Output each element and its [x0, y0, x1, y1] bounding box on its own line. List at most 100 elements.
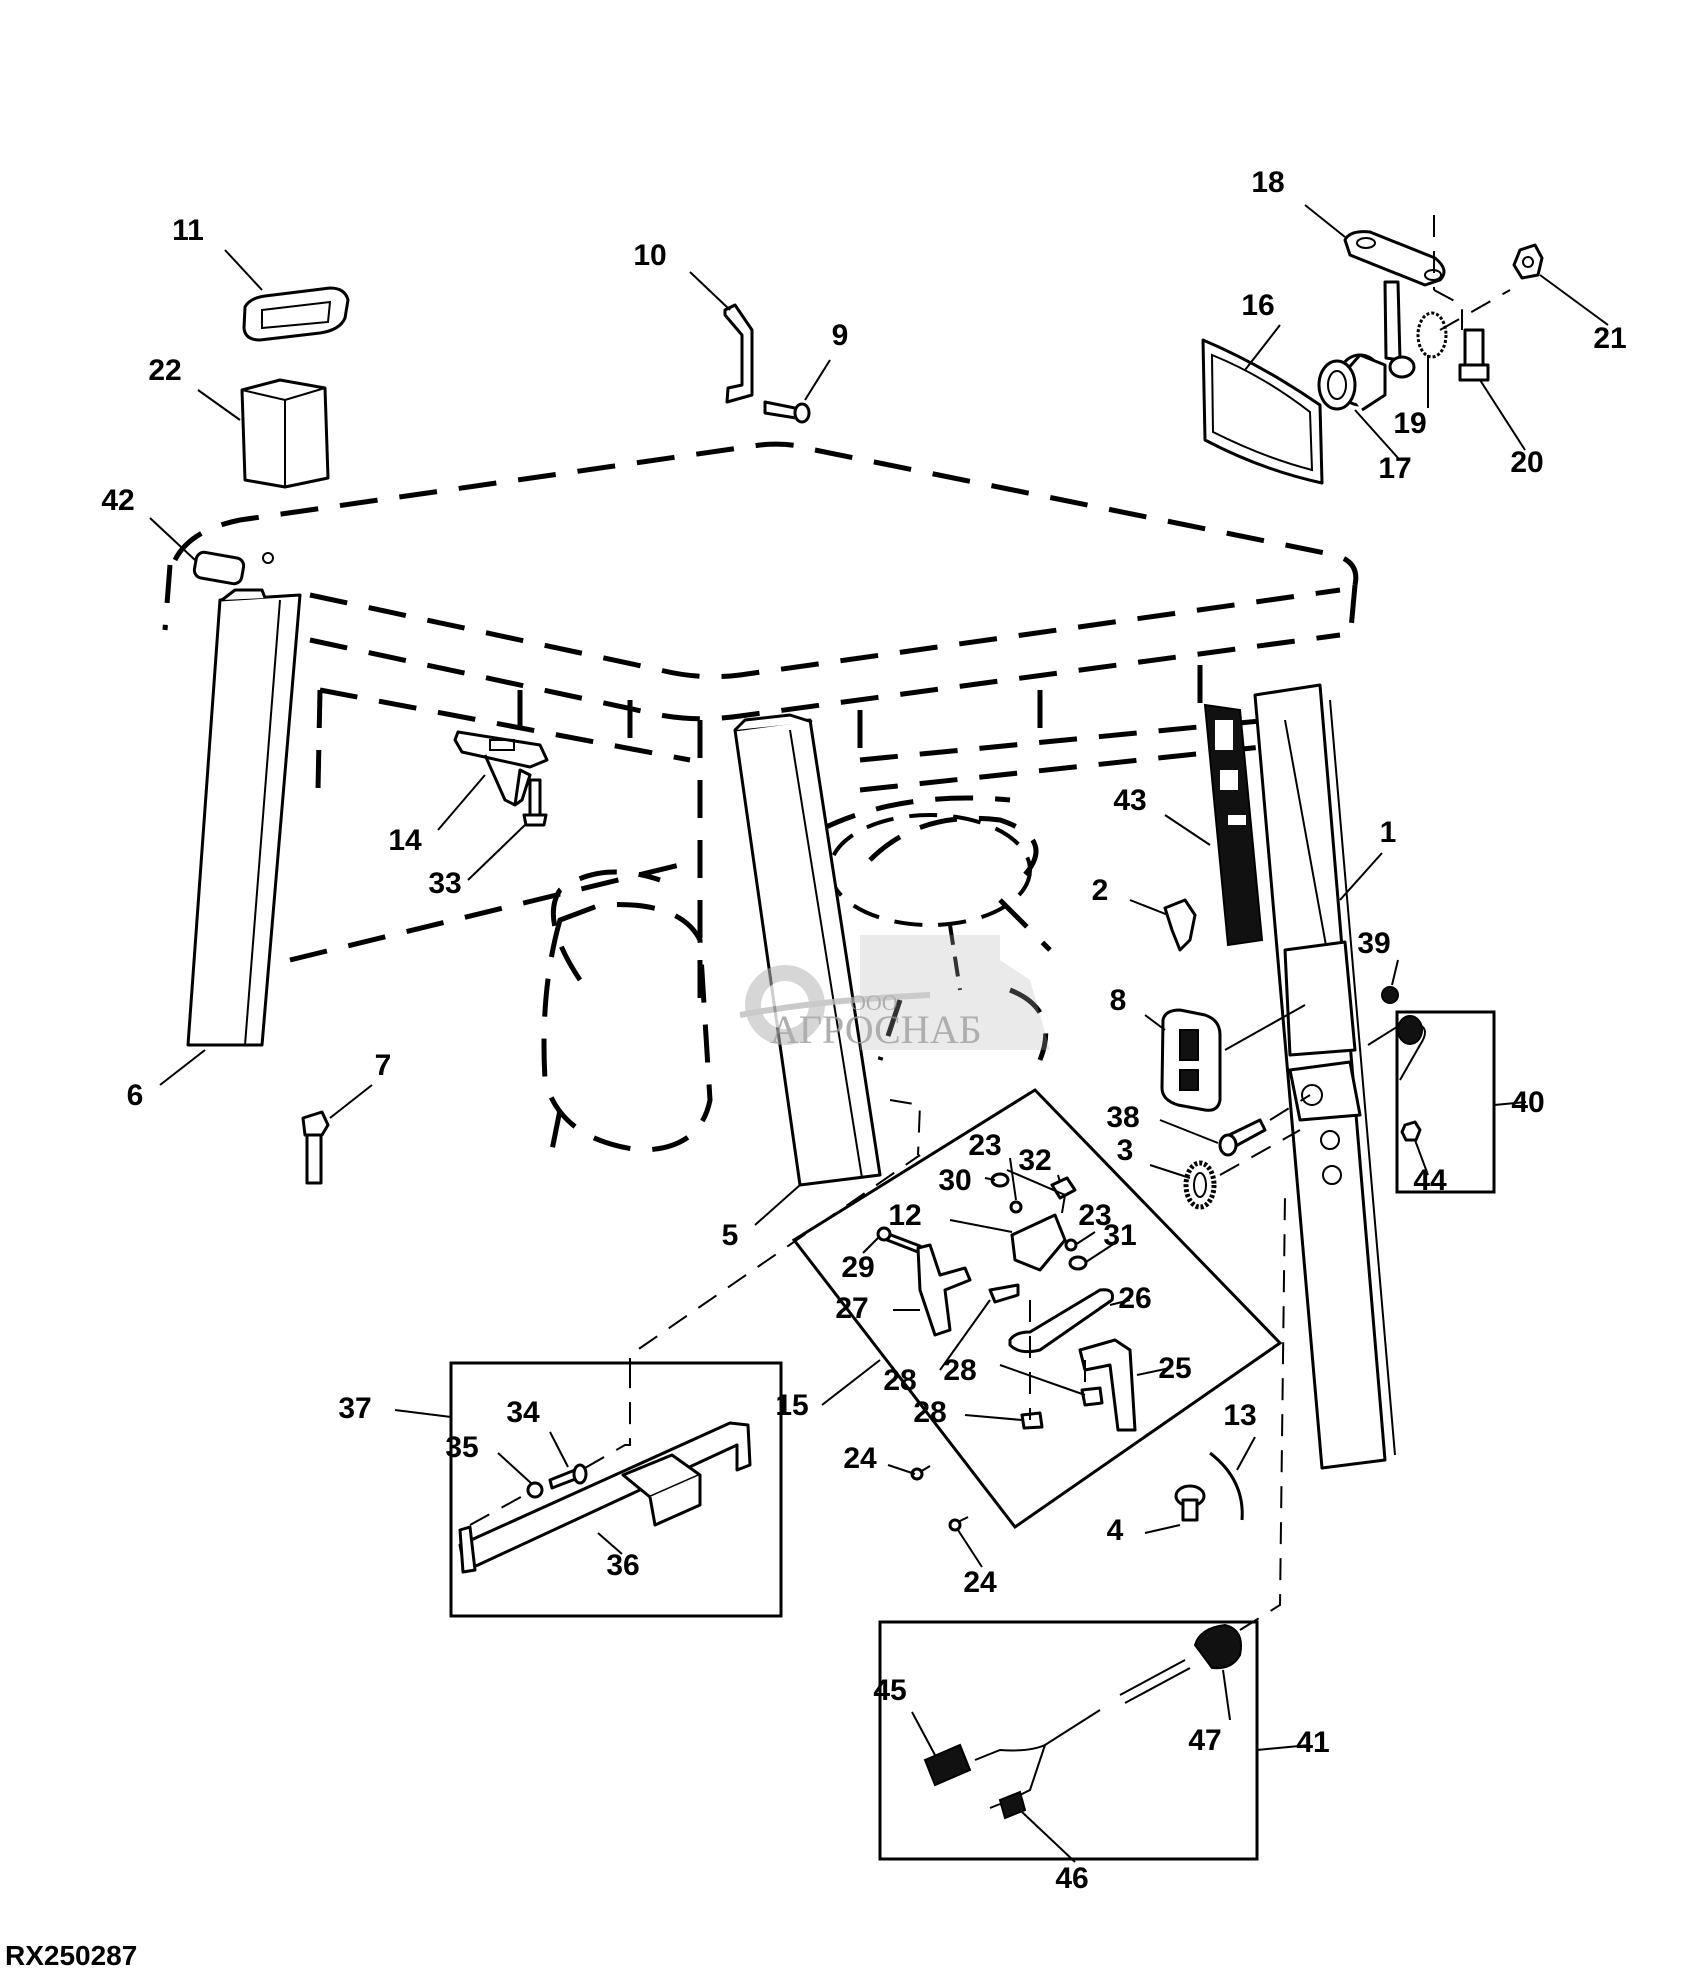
callout-label-14: 14 — [388, 824, 422, 857]
callout-label-17: 17 — [1378, 452, 1411, 485]
watermark-logo: ООО АГРОСНАБ — [739, 935, 1050, 1052]
callout-label-41: 41 — [1296, 1726, 1329, 1759]
callout-label-27: 27 — [835, 1292, 868, 1325]
callout-label-5: 5 — [722, 1219, 739, 1252]
leader-line-23 — [1074, 1231, 1096, 1246]
callout-label-36: 36 — [606, 1549, 639, 1582]
leader-line-37 — [394, 1409, 452, 1418]
leader-line-43 — [1164, 814, 1211, 846]
callout-label-10: 10 — [633, 239, 666, 272]
callout-label-8: 8 — [1110, 984, 1127, 1017]
kit-15-box — [791, 1088, 1283, 1530]
part-1-right-post — [1253, 683, 1396, 1470]
leader-line-24 — [887, 1464, 916, 1475]
callout-label-6: 6 — [127, 1079, 144, 1112]
part-38-3-assembly-lines — [1219, 1094, 1311, 1176]
callout-label-24: 24 — [843, 1442, 877, 1475]
leader-line-25 — [1136, 1367, 1171, 1376]
leader-line-18 — [1304, 204, 1346, 238]
callout-label-11: 11 — [172, 214, 204, 247]
callout-label-44: 44 — [1413, 1164, 1447, 1197]
callout-label-28: 28 — [883, 1364, 916, 1397]
part-24-screw-b — [948, 1516, 969, 1532]
leader-line-28 — [939, 1299, 991, 1371]
callout-label-16: 16 — [1241, 289, 1274, 322]
callout-label-19: 19 — [1393, 407, 1426, 440]
callout-label-21: 21 — [1593, 322, 1626, 355]
watermark-name: АГРОСНАБ — [770, 1007, 982, 1052]
callout-label-18: 18 — [1251, 166, 1284, 199]
leader-line-5 — [754, 1184, 801, 1226]
watermark-prefix: ООО — [850, 990, 898, 1015]
callout-label-46: 46 — [1055, 1862, 1088, 1895]
cab-phantom-outline — [162, 441, 1359, 1161]
part-9-bolt — [763, 400, 811, 424]
leader-line-42 — [149, 517, 196, 561]
callout-label-4: 4 — [1107, 1514, 1124, 1547]
callout-label-13: 13 — [1223, 1399, 1256, 1432]
part-38-bolt — [1218, 1118, 1267, 1157]
callout-label-9: 9 — [832, 319, 849, 352]
callout-label-32: 32 — [1018, 1144, 1051, 1177]
leader-line-14 — [437, 774, 486, 831]
part-18-mirror-arm — [1343, 230, 1446, 379]
leader-line-20 — [1479, 379, 1526, 451]
kit-40-box — [1367, 986, 1496, 1194]
part-41-assembly-line — [1239, 1194, 1286, 1631]
part-8-switch — [1160, 1008, 1222, 1112]
part-6-left-post — [186, 588, 302, 1047]
part-3-lock-washer — [1183, 1160, 1217, 1210]
leader-line-23 — [1009, 1157, 1017, 1201]
callout-label-35: 35 — [445, 1431, 478, 1464]
kit-37-box — [449, 1361, 783, 1618]
leader-line-21 — [1539, 274, 1609, 326]
part-10-bracket — [723, 303, 754, 404]
part-21-nut — [1512, 243, 1544, 280]
leader-line-28 — [999, 1364, 1086, 1396]
callout-label-43: 43 — [1113, 784, 1146, 817]
callout-label-37: 37 — [338, 1392, 371, 1425]
callout-label-22: 22 — [148, 354, 181, 387]
leader-line-15 — [821, 1359, 881, 1406]
leader-line-32 — [1057, 1174, 1061, 1183]
leader-line-3 — [1149, 1164, 1191, 1179]
part-16-21-assembly-lines — [1433, 215, 1511, 331]
callout-label-2: 2 — [1092, 874, 1109, 907]
leader-line-11 — [224, 249, 263, 291]
callout-label-26: 26 — [1118, 1282, 1151, 1315]
callout-label-24: 24 — [963, 1566, 997, 1599]
callout-labels: 1234567891011121314151617181920212223232… — [101, 166, 1626, 1895]
callout-label-3: 3 — [1117, 1134, 1134, 1167]
callout-label-47: 47 — [1188, 1724, 1221, 1757]
callout-label-23: 23 — [968, 1129, 1001, 1162]
part-13-cable — [1209, 1451, 1244, 1521]
part-5-center-post — [733, 713, 922, 1187]
leader-line-34 — [549, 1431, 569, 1468]
leader-line-46 — [1021, 1811, 1076, 1863]
leader-line-35 — [497, 1452, 533, 1485]
part-24-screw-a — [910, 1465, 931, 1481]
leader-line-40 — [1493, 1101, 1527, 1106]
part-14-bracket — [453, 730, 549, 807]
part-37-assembly-line — [629, 1154, 921, 1380]
kit-41-box — [878, 1620, 1259, 1861]
leader-line-9 — [804, 359, 831, 401]
leader-line-38 — [1159, 1119, 1219, 1144]
callout-label-38: 38 — [1106, 1101, 1139, 1134]
part-7-bolt — [301, 1110, 330, 1185]
callout-label-20: 20 — [1510, 446, 1543, 479]
part-22-block — [240, 378, 330, 489]
leader-line-13 — [1236, 1436, 1256, 1471]
leader-line-17 — [1354, 409, 1399, 459]
leader-line-10 — [689, 271, 731, 311]
leader-line-24 — [957, 1529, 983, 1568]
leader-line-26 — [1109, 1299, 1131, 1306]
leader-line-28 — [964, 1414, 1023, 1421]
leader-line-47 — [1222, 1669, 1231, 1721]
part-42-pad — [192, 550, 274, 586]
part-16-mirror — [1201, 338, 1324, 485]
leader-line-30 — [984, 1177, 996, 1181]
part-11-gasket — [242, 286, 350, 342]
leader-line-2 — [1129, 899, 1169, 916]
